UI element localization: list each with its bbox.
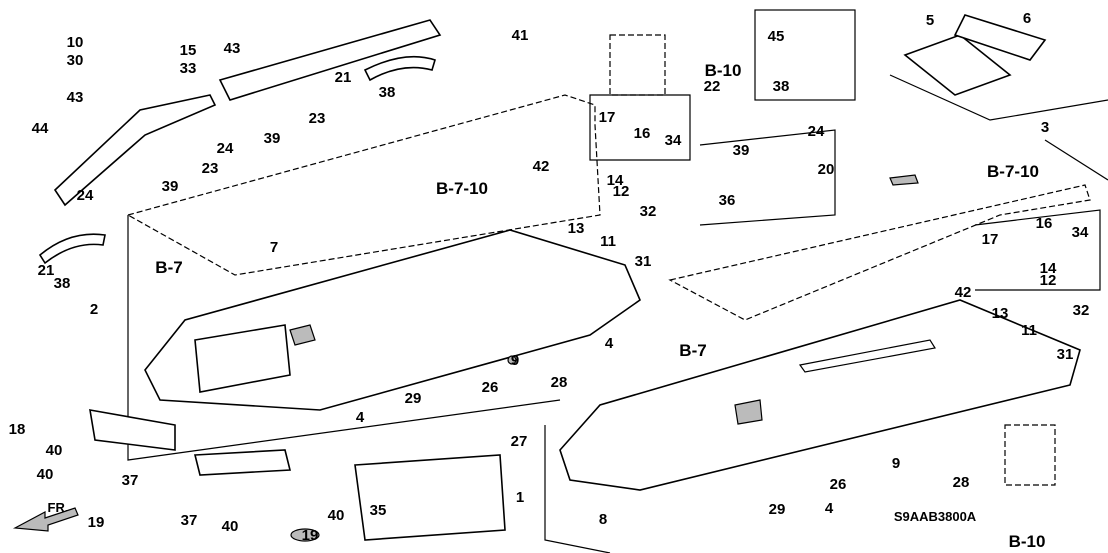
part-number-label: 38 (773, 78, 790, 95)
part-number-label: 26 (830, 476, 847, 493)
part-number-label: 40 (46, 442, 63, 459)
part-number-label: 38 (54, 275, 71, 292)
part-number-label: 7 (270, 239, 278, 256)
diagram-code: S9AAB3800A (894, 509, 977, 524)
part-number-label: 3 (1041, 119, 1049, 136)
part-number-label: 16 (1036, 215, 1053, 232)
part-number-label: 21 (335, 69, 352, 86)
part-number-label: 8 (599, 511, 607, 528)
part-number-label: 29 (769, 501, 786, 518)
front-arrow (12, 507, 79, 532)
part-number-label: 2 (90, 301, 98, 318)
part-number-label: 40 (222, 518, 239, 535)
part-number-label: 39 (162, 178, 179, 195)
part-number-label: 24 (808, 123, 825, 140)
part-number-label: 27 (511, 433, 528, 450)
part-number-label: 41 (512, 27, 529, 44)
part-number-label: 40 (37, 466, 54, 483)
part-number-label: 26 (482, 379, 499, 396)
part-number-label: 20 (818, 161, 835, 178)
section-reference-label: B-10 (705, 61, 742, 80)
part-number-label: 28 (953, 474, 970, 491)
part-number-label: 16 (634, 125, 651, 142)
part-number-label: 42 (955, 284, 972, 301)
part-number-label: 11 (600, 233, 616, 250)
part-number-label: 34 (665, 132, 682, 149)
section-reference-label: B-7-10 (987, 162, 1039, 181)
part-number-label: 13 (992, 305, 1009, 322)
part-number-label: 31 (635, 253, 652, 270)
part-number-label: 28 (551, 374, 568, 391)
part-number-label: 19 (88, 514, 105, 531)
part-number-label: 44 (32, 120, 49, 137)
section-reference-label: B-10 (1009, 532, 1046, 551)
part-number-label: 35 (370, 502, 387, 519)
part-number-label: 23 (309, 110, 326, 127)
detail-boxes (589, 9, 1108, 486)
part-number-label: 10 (67, 34, 84, 51)
front-marker-label: FR. (48, 500, 69, 515)
part-number-label: 34 (1072, 224, 1089, 241)
part-number-label: 30 (67, 52, 84, 69)
part-number-label: 4 (825, 500, 834, 517)
part-number-label: 43 (224, 40, 241, 57)
part-number-label: 9 (892, 455, 900, 472)
section-reference-label: B-7-10 (436, 179, 488, 198)
part-number-label: 24 (217, 140, 234, 157)
headliner-left (126, 94, 641, 461)
part-number-label: 11 (1021, 322, 1037, 339)
part-number-label: 18 (9, 421, 26, 438)
part-number-label: 37 (122, 472, 139, 489)
part-number-label: 43 (67, 89, 84, 106)
part-number-label: 24 (77, 187, 94, 204)
section-reference-label: B-7 (679, 341, 706, 360)
part-number-label: 17 (982, 231, 999, 248)
part-number-label: 12 (613, 183, 630, 200)
part-number-label: 38 (379, 84, 396, 101)
part-number-label: 31 (1057, 346, 1074, 363)
headliner-right (544, 139, 1108, 553)
part-number-label: 32 (640, 203, 657, 220)
small-parts (38, 14, 1047, 542)
part-number-label: 17 (599, 109, 616, 126)
part-number-label: 36 (719, 192, 736, 209)
part-number-label: 40 (328, 507, 345, 524)
part-number-label: 14 (607, 172, 624, 189)
part-number-label: 4 (605, 335, 614, 352)
part-number-label: 6 (1023, 10, 1031, 27)
part-number-label: 37 (181, 512, 198, 529)
part-number-label: 23 (202, 160, 219, 177)
part-number-label: 12 (1040, 272, 1057, 289)
part-number-label: 45 (768, 28, 785, 45)
part-number-label: 33 (180, 60, 197, 77)
part-number-label: 21 (38, 262, 55, 279)
part-number-label: 5 (926, 12, 934, 29)
part-number-label: 39 (264, 130, 281, 147)
part-number-label: 32 (1073, 302, 1090, 319)
part-number-label: 39 (733, 142, 750, 159)
part-number-label: 15 (180, 42, 197, 59)
part-number-label: 29 (405, 390, 422, 407)
part-number-label: 13 (568, 220, 585, 237)
part-number-label: 1 (516, 489, 524, 506)
section-reference-label: B-7 (155, 258, 182, 277)
part-number-label: 4 (356, 409, 365, 426)
part-number-label: 22 (704, 78, 721, 95)
part-number-label: 42 (533, 158, 550, 175)
part-number-label: 9 (511, 352, 519, 369)
part-number-label: 19 (302, 527, 319, 544)
part-number-label: 14 (1040, 260, 1057, 277)
